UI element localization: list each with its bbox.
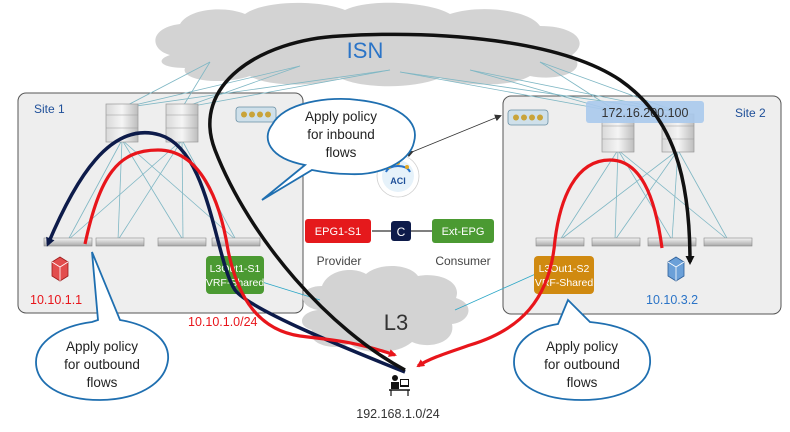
site1-endpoint-ip: 10.10.1.1	[30, 293, 82, 307]
site2-l3out-line2: VRF-Shared	[535, 277, 594, 289]
consumer-label: Consumer	[435, 254, 490, 268]
callout-inbound: Apply policy for inbound flows	[261, 97, 416, 201]
apic-cluster-site1	[235, 106, 277, 123]
contract-icon	[391, 221, 411, 241]
external-user-icon	[389, 375, 410, 396]
consumer-epg-label: Ext-EPG	[442, 226, 485, 238]
callout-inbound-line3: flows	[326, 145, 357, 160]
site2-l3out-line1: L3Out1-S2	[539, 263, 590, 275]
site2-endpoint-icon	[667, 256, 685, 282]
provider-epg-box	[305, 219, 371, 243]
site2-l3out-box: L3Out1-S2 VRF-Shared	[534, 256, 594, 294]
site1-leaf-switches	[43, 237, 261, 247]
provider-label: Provider	[317, 254, 362, 268]
callout-outbound-left: Apply policy for outbound flows	[35, 251, 169, 401]
callout-inbound-line1: Apply policy	[305, 109, 377, 124]
policy-sync-arrow	[406, 114, 502, 158]
navy-flow-arrow	[46, 131, 406, 374]
contract-diagram: EPG1-S1 C Ext-EPG Provider Consumer	[305, 219, 494, 268]
site2-label: Site 2	[735, 106, 766, 120]
isn-label: ISN	[347, 38, 384, 63]
site1-l3out-line2: VRF-Shared	[206, 277, 265, 289]
isn-cloud: ISN	[155, 2, 580, 87]
callout-inbound-line2: for inbound	[307, 127, 375, 142]
red-flow-site1	[83, 148, 397, 357]
provider-epg-label: EPG1-S1	[315, 226, 361, 238]
callout-outbound-right-line2: for outbound	[544, 357, 620, 372]
callout-outbound-right-line1: Apply policy	[546, 339, 618, 354]
external-subnet: 192.168.1.0/24	[356, 407, 439, 421]
aci-badge-text: ACI	[390, 176, 406, 186]
consumer-epg-box	[432, 219, 494, 243]
site1-l3out-line1: L3Out1-S1	[210, 263, 261, 275]
site1-endpoint-icon	[51, 256, 69, 282]
isn-ip-text: 172.16.200.100	[602, 106, 689, 120]
isn-ip-badge: 172.16.200.100	[586, 101, 704, 123]
site1-subnet: 10.10.1.0/24	[188, 315, 258, 329]
black-flow-arrow	[208, 32, 695, 372]
red-flow-site2	[416, 158, 664, 368]
contract-symbol: C	[397, 225, 406, 239]
callout-outbound-left-line3: flows	[87, 375, 118, 390]
site2-endpoint-ip: 10.10.3.2	[646, 293, 698, 307]
callout-outbound-right-line3: flows	[567, 375, 598, 390]
site2-leaf-switches	[535, 237, 753, 247]
l3-to-site2-link	[454, 271, 541, 311]
callout-outbound-left-line2: for outbound	[64, 357, 140, 372]
l3-label: L3	[384, 310, 408, 335]
l3-cloud: L3	[301, 265, 469, 352]
site1-label: Site 1	[34, 102, 65, 116]
callout-outbound-left-line1: Apply policy	[66, 339, 138, 354]
site1-spine-switches	[105, 103, 199, 143]
callout-outbound-right: Apply policy for outbound flows	[513, 298, 651, 401]
apic-cluster-site2	[507, 109, 549, 126]
site2-fabric-links	[559, 149, 729, 241]
